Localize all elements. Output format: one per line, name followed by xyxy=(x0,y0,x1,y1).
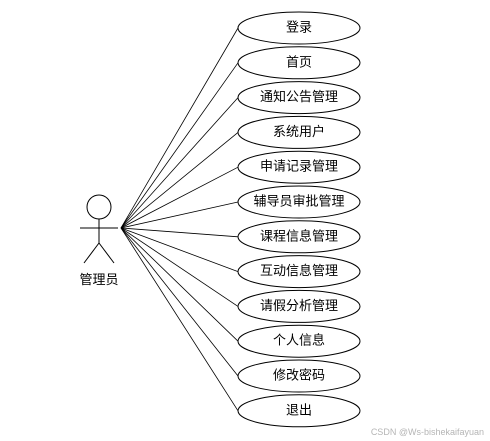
use-case-ellipse xyxy=(237,185,361,219)
use-case-ellipse xyxy=(237,255,361,289)
use-case-ellipse xyxy=(237,81,361,115)
actor-right-leg xyxy=(98,242,115,264)
use-case-course-info-management: 课程信息管理 xyxy=(237,220,361,254)
association-line-home xyxy=(120,62,239,229)
use-case-label: 系统用户 xyxy=(273,124,325,140)
use-case-ellipse xyxy=(237,46,361,80)
association-line-course-info-management xyxy=(120,227,239,238)
association-line-personal-info xyxy=(120,227,239,342)
association-line-leave-analysis-management xyxy=(120,227,239,307)
actor-figure: 管理员 xyxy=(79,194,119,288)
use-case-ellipse xyxy=(237,324,361,358)
association-line-system-users xyxy=(120,132,239,229)
association-lines xyxy=(120,27,239,412)
use-case-label: 退出 xyxy=(286,403,312,418)
use-case-label: 首页 xyxy=(286,55,312,70)
use-case-ellipse xyxy=(237,220,361,254)
association-line-interaction-info-management xyxy=(120,227,239,272)
use-case-leave-analysis-management: 请假分析管理 xyxy=(237,289,361,323)
use-case-ellipse xyxy=(237,359,361,393)
use-case-label: 修改密码 xyxy=(273,368,325,384)
use-case-label: 课程信息管理 xyxy=(260,228,338,244)
actor-left-leg xyxy=(83,242,100,264)
use-case-personal-info: 个人信息 xyxy=(237,324,361,358)
use-case-ellipse xyxy=(237,150,361,184)
use-case-ellipse xyxy=(237,11,361,45)
association-line-notice-management xyxy=(120,97,239,229)
actor-label: 管理员 xyxy=(79,273,118,288)
use-case-ellipse xyxy=(237,115,361,149)
use-case-system-users: 系统用户 xyxy=(237,115,361,149)
use-case-label: 请假分析管理 xyxy=(260,299,338,314)
use-case-counselor-approval-management: 辅导员审批管理 xyxy=(237,185,361,219)
use-case-change-password: 修改密码 xyxy=(237,359,361,393)
use-case-logout: 退出 xyxy=(237,394,361,428)
association-line-application-records-management xyxy=(120,166,239,229)
watermark: CSDN @Ws-bishekaifayuan xyxy=(370,427,484,437)
use-case-ellipse xyxy=(237,394,361,428)
association-line-change-password xyxy=(120,227,239,377)
use-case-home: 首页 xyxy=(237,46,361,80)
use-case-group: 登录首页通知公告管理系统用户申请记录管理辅导员审批管理课程信息管理互动信息管理请… xyxy=(237,11,361,428)
use-case-label: 个人信息 xyxy=(273,333,325,349)
use-case-ellipse xyxy=(237,289,361,323)
use-case-notice-management: 通知公告管理 xyxy=(237,81,361,115)
association-line-logout xyxy=(120,227,239,412)
association-line-login xyxy=(120,27,239,229)
use-case-label: 申请记录管理 xyxy=(260,160,338,175)
use-case-application-records-management: 申请记录管理 xyxy=(237,150,361,184)
use-case-interaction-info-management: 互动信息管理 xyxy=(237,255,361,289)
association-line-counselor-approval-management xyxy=(120,201,239,229)
use-case-label: 互动信息管理 xyxy=(260,263,338,279)
use-case-label: 登录 xyxy=(286,21,312,36)
use-case-label: 辅导员审批管理 xyxy=(253,195,344,210)
use-case-login: 登录 xyxy=(237,11,361,45)
use-case-label: 通知公告管理 xyxy=(260,89,338,105)
actor-head xyxy=(86,194,112,220)
